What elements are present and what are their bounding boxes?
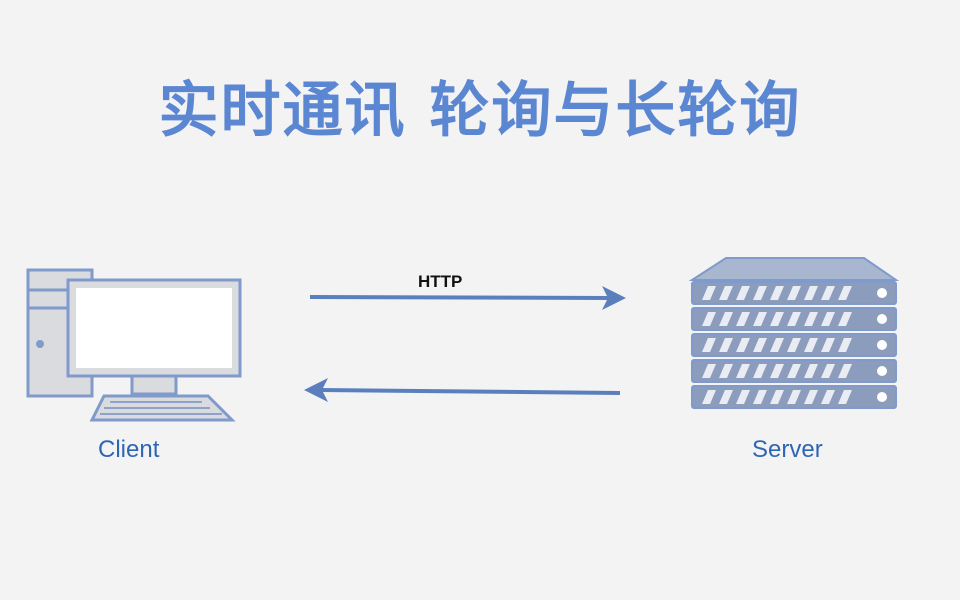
server-unit: [691, 307, 897, 331]
page-title: 实时通讯 轮询与长轮询: [158, 76, 802, 146]
server-rack-icon: [688, 257, 900, 409]
client-label: Client: [98, 436, 160, 463]
server-label: Server: [752, 436, 823, 463]
server-unit: [691, 359, 897, 383]
server-unit: [691, 281, 897, 305]
server-unit: [691, 385, 897, 409]
request-arrow: [309, 286, 626, 310]
http-label: HTTP: [418, 272, 463, 291]
response-arrow: [304, 378, 621, 402]
server-unit: [691, 333, 897, 357]
desktop-computer-icon: [26, 268, 242, 422]
